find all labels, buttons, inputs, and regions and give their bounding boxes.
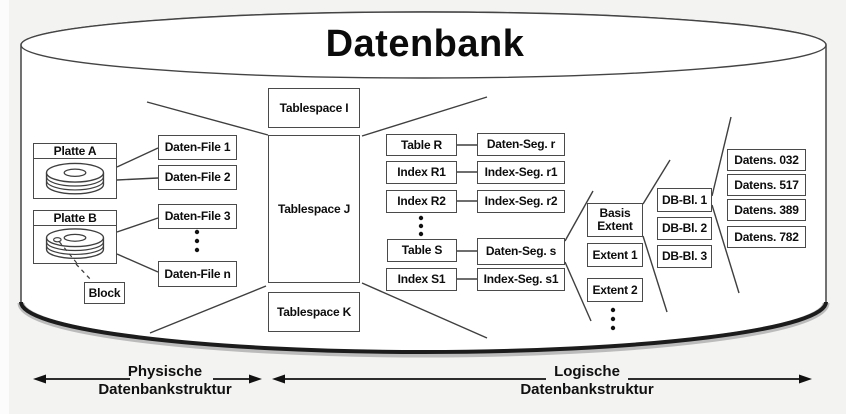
logical-structure-label-line2: Datenbankstruktur — [520, 381, 654, 398]
link-platte-a-file1 — [116, 147, 159, 168]
daten-file-3-box: Daten-File 3 — [158, 204, 237, 229]
record-517-box: Datens. 517 — [727, 174, 806, 196]
physical-structure-label-line2: Datenbankstruktur — [98, 381, 232, 398]
db-block-1-box: DB-Bl. 1 — [657, 188, 712, 212]
files-ellipsis-dots — [194, 229, 200, 253]
index-seg-r1-box: Index-Seg. r1 — [477, 161, 565, 184]
fan-files-to-tablespace-bottom — [149, 285, 267, 334]
extents-ellipsis-dots — [610, 307, 616, 331]
daten-file-1-box: Daten-File 1 — [158, 135, 237, 160]
platte-b-box: Platte B — [33, 210, 117, 264]
db-block-2-box: DB-Bl. 2 — [657, 217, 712, 240]
arrowhead-left-icon — [272, 374, 285, 384]
link-platte-a-file2 — [116, 177, 159, 181]
fan-segment-to-extents-top — [564, 190, 594, 242]
tablespace-j-box: Tablespace J — [268, 135, 360, 283]
block-box: Block — [84, 282, 125, 304]
index-seg-r2-box: Index-Seg. r2 — [477, 190, 565, 213]
record-782-box: Datens. 782 — [727, 226, 806, 248]
left-margin-strip — [0, 0, 9, 414]
logical-structure-label-line1: Logische — [554, 363, 620, 380]
link-platte-b-filen — [116, 253, 159, 273]
physical-structure-arrow — [33, 374, 262, 384]
record-032-box: Datens. 032 — [727, 149, 806, 171]
index-r2-box: Index R2 — [386, 190, 457, 213]
tablespace-k-box: Tablespace K — [268, 292, 360, 332]
basis-extent-box: Basis Extent — [587, 203, 643, 237]
index-s1-box: Index S1 — [386, 268, 457, 291]
platte-b-label: Platte B — [34, 211, 116, 226]
fan-tablespace-to-tables-top — [361, 96, 488, 137]
index-r1-box: Index R1 — [386, 161, 457, 184]
database-title: Datenbank — [325, 23, 525, 65]
cylinder-top-rim — [20, 11, 827, 79]
daten-seg-r-box: Daten-Seg. r — [477, 133, 565, 156]
link-platte-b-file3 — [116, 217, 159, 233]
logical-structure-arrow — [272, 374, 812, 384]
record-389-box: Datens. 389 — [727, 199, 806, 221]
extent-2-box: Extent 2 — [587, 278, 643, 302]
disk-icon — [45, 162, 105, 195]
cylinder-shadow — [19, 301, 828, 354]
daten-file-2-box: Daten-File 2 — [158, 165, 237, 190]
db-block-3-box: DB-Bl. 3 — [657, 245, 712, 268]
fan-extent-to-blocks-top — [642, 159, 671, 205]
daten-seg-s-box: Daten-Seg. s — [477, 238, 565, 265]
tables-ellipsis-dots — [418, 215, 424, 237]
fan-extent-to-blocks-bottom — [642, 235, 668, 313]
block-marker-icon — [53, 236, 62, 243]
disk-icon — [45, 227, 105, 263]
extent-1-box: Extent 1 — [587, 243, 643, 267]
table-s-box: Table S — [387, 239, 457, 262]
table-r-box: Table R — [386, 134, 457, 156]
dashed-link-disk-to-block — [75, 263, 93, 282]
fan-tablespace-to-tables-bottom — [361, 282, 488, 339]
fan-block-to-records-bottom — [711, 204, 740, 294]
index-seg-s1-box: Index-Seg. s1 — [477, 268, 565, 291]
platte-a-label: Platte A — [34, 144, 116, 159]
fan-segment-to-extents-bottom — [564, 261, 592, 322]
tablespace-i-box: Tablespace I — [268, 88, 360, 128]
platte-a-box: Platte A — [33, 143, 117, 199]
physical-structure-label-line1: Physische — [127, 363, 203, 380]
daten-file-n-box: Daten-File n — [158, 261, 237, 287]
fan-files-to-tablespace-top — [146, 101, 269, 136]
arrowhead-right-icon — [799, 374, 812, 384]
fan-block-to-records-top — [711, 116, 732, 197]
arrowhead-right-icon — [249, 374, 262, 384]
arrowhead-left-icon — [33, 374, 46, 384]
